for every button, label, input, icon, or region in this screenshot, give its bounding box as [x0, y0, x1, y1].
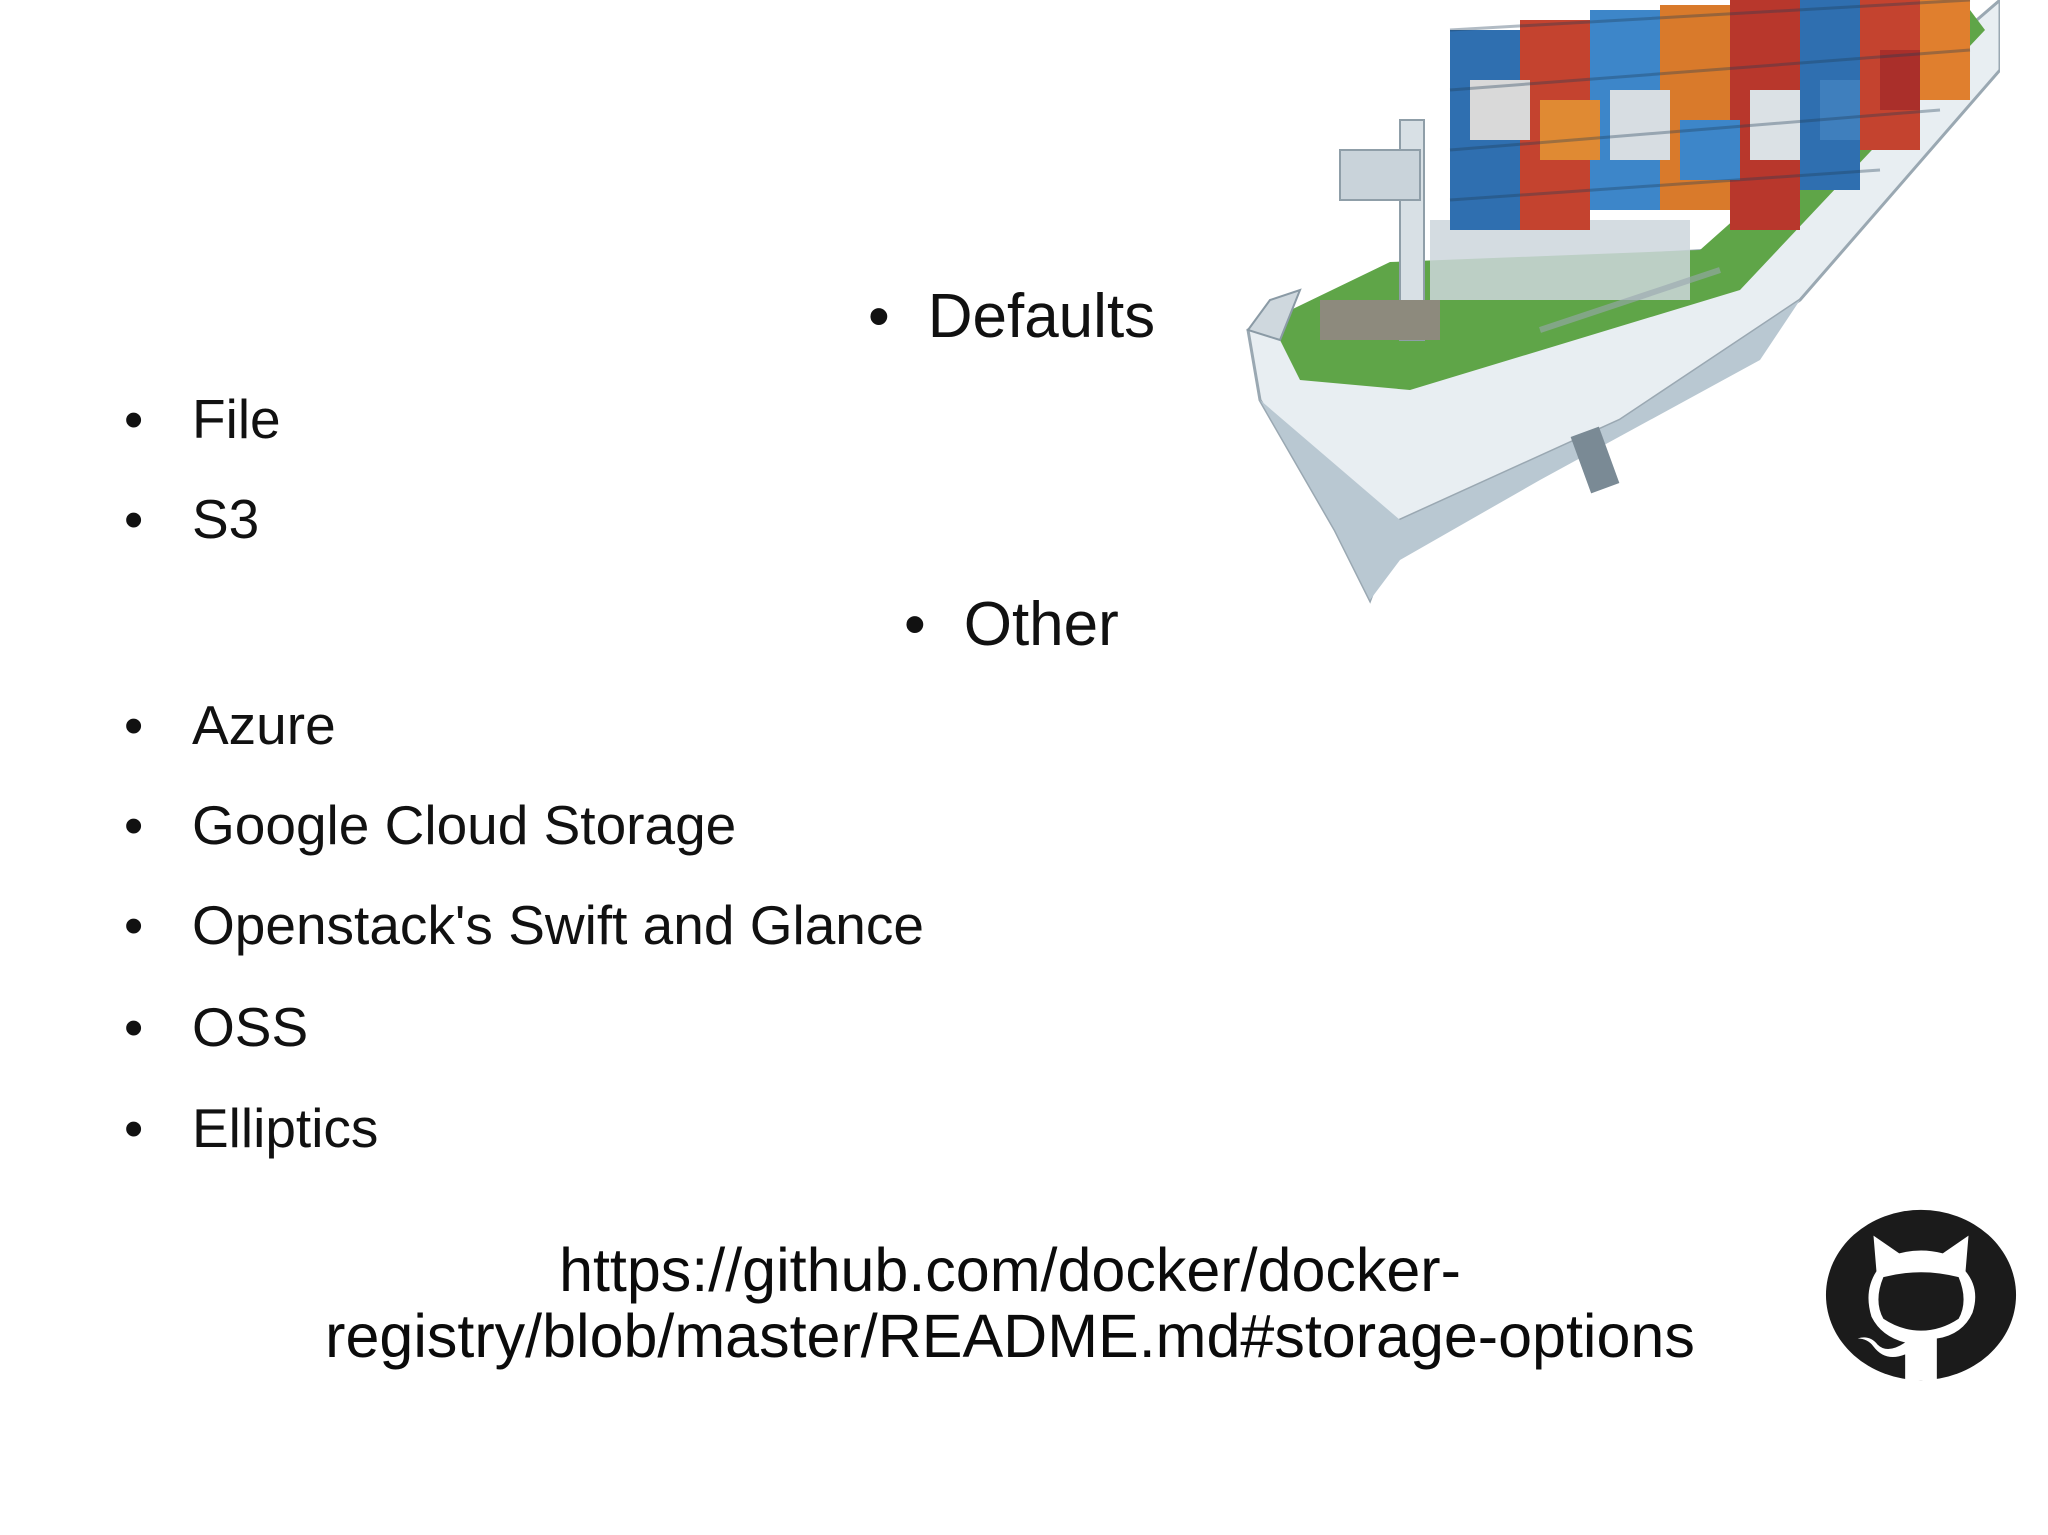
reference-url-line-2: registry/blob/master/README.md#storage-o… [325, 1302, 1695, 1370]
bullet: • [124, 1097, 144, 1159]
list-item-google-cloud-storage: •Google Cloud Storage [124, 798, 736, 853]
reference-url: https://github.com/docker/docker- regist… [300, 1237, 1720, 1369]
ship-containers [1449, 0, 1971, 230]
heading-defaults-label: Defaults [927, 282, 1156, 351]
list-item-label: File [192, 388, 281, 450]
heading-other: •Other [904, 594, 1119, 656]
list-item-azure: •Azure [124, 698, 336, 753]
bullet: • [124, 794, 144, 856]
list-item-label: Elliptics [192, 1097, 379, 1159]
heading-other-label: Other [963, 590, 1119, 659]
list-item-elliptics: •Elliptics [124, 1101, 378, 1156]
list-item-file: •File [124, 392, 281, 447]
ship-hull-stripe [1539, 267, 1721, 333]
ship-machinery [1320, 300, 1440, 340]
list-item-openstack: •Openstack's Swift and Glance [124, 898, 924, 953]
list-item-s3: •S3 [124, 492, 259, 547]
bullet: • [124, 388, 144, 450]
bullet: • [124, 694, 144, 756]
ship-bridge [1339, 149, 1421, 201]
list-item-label: Openstack's Swift and Glance [192, 894, 924, 956]
list-item-label: S3 [192, 488, 260, 550]
container-ship-illustration [1246, 0, 2000, 604]
ship-fence [1430, 220, 1690, 300]
list-item-label: OSS [192, 996, 309, 1058]
bullet: • [124, 996, 144, 1058]
bullet: • [124, 894, 144, 956]
bullet: • [868, 282, 890, 351]
list-item-label: Google Cloud Storage [192, 794, 737, 856]
list-item-label: Azure [192, 694, 336, 756]
heading-defaults: •Defaults [868, 286, 1155, 348]
github-octocat-icon [1825, 1209, 2017, 1381]
bullet: • [904, 590, 926, 659]
ship-bow-railing [1246, 288, 1302, 342]
ship-hull-shadow [1260, 300, 1800, 600]
reference-url-line-1: https://github.com/docker/docker- [559, 1236, 1461, 1304]
bullet: • [124, 488, 144, 550]
ship-anchor [1570, 426, 1620, 494]
list-item-oss: •OSS [124, 1000, 308, 1055]
